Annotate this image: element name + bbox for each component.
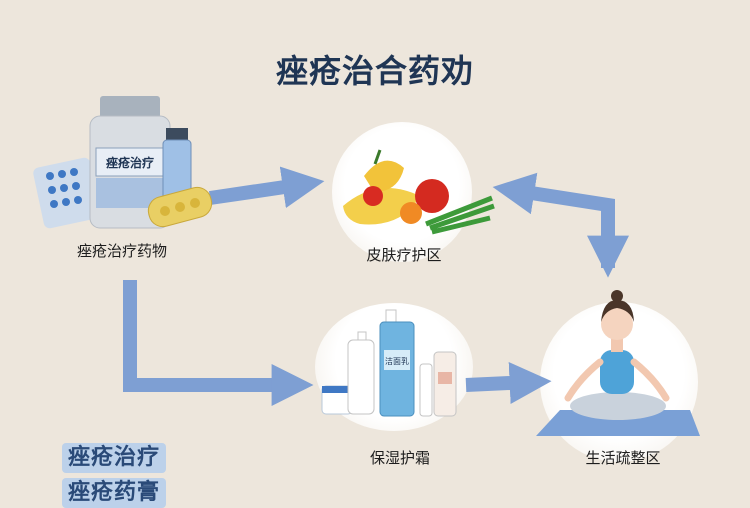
skincare-label: 皮肤疗护区: [366, 246, 442, 264]
yoga-illustration: [536, 290, 700, 436]
medication-label: 痤疮治疗药物: [76, 242, 167, 260]
arrow-medication-to-moisturizer: [123, 280, 314, 406]
food-illustration: [343, 149, 495, 235]
corner-text-2: 痤疮药膏: [62, 478, 167, 508]
page-title: 痤疮治合药劝: [275, 52, 474, 90]
moisturizer-illustration: [321, 309, 457, 417]
bottle-label: 痤疮治疗: [106, 155, 154, 170]
medication-illustration: [33, 96, 213, 229]
arrow-moisturizer-to-lifestyle: [465, 362, 552, 404]
arrow-lifestyle-to-skincare: [492, 172, 615, 268]
lifestyle-label: 生活疏整区: [585, 449, 661, 467]
moisturizer-label: 保湿护霜: [369, 449, 430, 467]
arrow-medication-to-skincare: [208, 166, 325, 209]
tube-label: 洁面乳: [385, 356, 409, 366]
corner-text-1: 痤疮治疗: [62, 443, 167, 473]
